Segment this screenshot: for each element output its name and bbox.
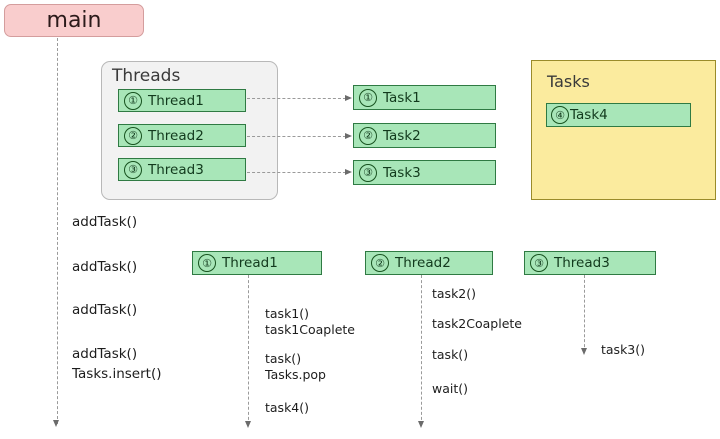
task-node-2-label: Task2 [383,127,421,144]
lane1-call-label-5: task4() [265,400,310,415]
lane2-call-label-4: wait() [432,381,469,396]
task-node-1[interactable]: ① Task1 [353,85,496,110]
threads-group-title: Threads [112,66,181,86]
lane1-call-label-2: task1Coaplete [265,322,355,337]
thread-item-3-label: Thread3 [148,161,204,178]
main-call-label-4: addTask() [72,346,138,362]
connector-thread3-task3-arrowhead [345,168,352,175]
thread-item-1-label: Thread1 [148,92,204,109]
lane1-call-label-4: Tasks.pop [265,367,326,382]
lane1-lifeline-arrowhead [244,421,251,428]
circled-number-1-icon: ① [198,254,216,272]
task-node-2[interactable]: ② Task2 [353,123,496,148]
lane2-call-label-3: task() [432,347,469,362]
connector-thread3-task3 [247,172,346,173]
circled-number-2-icon: ② [124,126,142,145]
lane2-call-label-1: task2() [432,286,477,301]
connector-thread1-task1 [247,98,346,99]
main-call-label-1: addTask() [72,214,138,230]
tasks-group-box [531,60,716,200]
lane1-call-label-3: task() [265,351,302,366]
main-node[interactable]: main [4,4,144,37]
main-lifeline-arrowhead [53,420,59,427]
lane-header-thread1[interactable]: ① Thread1 [192,251,322,275]
lane-header-thread3[interactable]: ③ Thread3 [524,251,656,275]
task-node-3[interactable]: ③ Task3 [353,160,496,185]
thread-item-2[interactable]: ② Thread2 [118,124,246,147]
main-lifeline [57,38,58,424]
connector-thread2-task2-arrowhead [345,132,352,139]
lane-header-thread2[interactable]: ② Thread2 [365,251,493,275]
lane3-lifeline-arrowhead [580,348,587,355]
task-node-1-label: Task1 [383,89,421,106]
thread-item-3[interactable]: ③ Thread3 [118,158,246,181]
lane-header-thread3-label: Thread3 [554,255,610,271]
main-call-label-2: addTask() [72,259,138,275]
circled-number-2-icon: ② [371,254,389,272]
lane2-call-label-2: task2Coaplete [432,316,522,331]
circled-number-3-icon: ③ [124,160,142,179]
thread-item-1[interactable]: ① Thread1 [118,89,246,112]
circled-number-3-icon: ③ [530,254,548,272]
task-node-3-label: Task3 [383,164,421,181]
circled-number-4-icon: ④ [551,106,569,124]
circled-number-1-icon: ① [124,91,142,110]
main-call-label-3: addTask() [72,302,138,318]
circled-number-3-icon: ③ [359,163,377,182]
connector-thread2-task2 [247,136,346,137]
main-node-label: main [46,8,102,33]
lane1-lifeline [248,275,249,425]
lane3-call-label-1: task3() [601,342,646,357]
tasks-group-title: Tasks [547,72,590,91]
circled-number-1-icon: ① [359,88,377,107]
thread-item-2-label: Thread2 [148,127,204,144]
connector-thread1-task1-arrowhead [345,94,352,101]
circled-number-2-icon: ② [359,126,377,145]
lane-header-thread2-label: Thread2 [395,255,451,271]
lane2-lifeline [421,275,422,425]
lane2-lifeline-arrowhead [417,421,424,428]
task-node-4[interactable]: ④ Task4 [546,103,691,127]
task-node-4-label: Task4 [570,107,608,123]
lane3-lifeline [584,275,585,352]
lane-header-thread1-label: Thread1 [222,255,278,271]
lane1-call-label-1: task1() [265,306,310,321]
main-call-label-5: Tasks.insert() [72,366,162,382]
